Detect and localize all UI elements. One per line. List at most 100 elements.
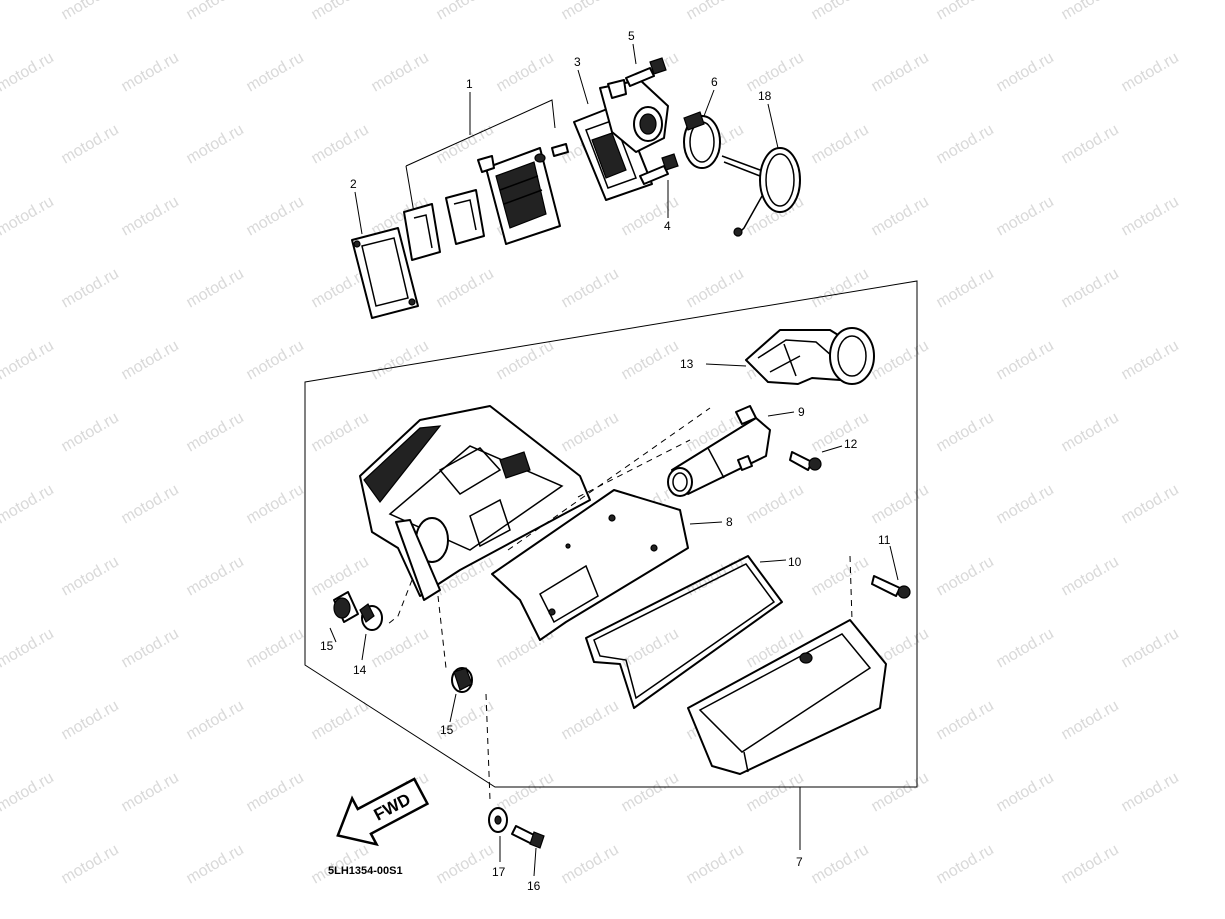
hose-clamp xyxy=(683,111,721,169)
watermark-text: motod.ru xyxy=(369,337,432,383)
watermark-text: motod.ru xyxy=(1059,265,1122,311)
drain-cap-15-lower xyxy=(451,667,473,693)
watermark-text: motod.ru xyxy=(59,697,122,743)
watermark-text: motod.ru xyxy=(744,769,807,815)
watermark-text: motod.ru xyxy=(684,265,747,311)
watermark-text: motod.ru xyxy=(184,697,247,743)
callout-1: 1 xyxy=(466,77,473,91)
leader-15b xyxy=(449,693,457,723)
callout-6: 6 xyxy=(711,75,718,89)
callout-10: 10 xyxy=(788,555,802,569)
leader-11 xyxy=(889,545,899,581)
seal-gasket xyxy=(585,555,783,709)
intake-tube xyxy=(667,405,771,497)
watermark-text: motod.ru xyxy=(0,769,57,815)
callout-12: 12 xyxy=(844,437,858,451)
watermark-text: motod.ru xyxy=(934,0,997,23)
watermark-text: motod.ru xyxy=(1059,0,1122,23)
leader-6 xyxy=(703,89,715,117)
watermark-text: motod.ru xyxy=(119,769,182,815)
watermark-text: motod.ru xyxy=(869,49,932,95)
watermark-text: motod.ru xyxy=(0,49,57,95)
watermark-text: motod.ru xyxy=(684,0,747,23)
leader-12 xyxy=(821,445,843,453)
leader-5 xyxy=(632,43,637,65)
watermark-text: motod.ru xyxy=(809,121,872,167)
fwd-arrow: FWD xyxy=(336,777,430,847)
callout-5: 5 xyxy=(628,29,635,43)
callout-16: 16 xyxy=(527,879,541,893)
leader-2 xyxy=(354,191,363,235)
watermark-text: motod.ru xyxy=(1119,625,1182,671)
watermark-text: motod.ru xyxy=(244,625,307,671)
watermark-text: motod.ru xyxy=(809,409,872,455)
callout-11: 11 xyxy=(878,533,891,547)
watermark-text: motod.ru xyxy=(994,769,1057,815)
leader-8 xyxy=(689,521,723,525)
watermark-text: motod.ru xyxy=(184,553,247,599)
reed-petals xyxy=(403,189,485,261)
intake-manifold xyxy=(573,79,669,201)
watermark-text: motod.ru xyxy=(494,769,557,815)
watermark-text: motod.ru xyxy=(59,553,122,599)
washer-17 xyxy=(488,807,508,833)
callout-15: 15 xyxy=(320,639,334,653)
assembly-frame xyxy=(304,280,918,788)
watermark-text: motod.ru xyxy=(559,697,622,743)
watermark-text: motod.ru xyxy=(0,337,57,383)
watermark-text: motod.ru xyxy=(869,481,932,527)
bolt-16 xyxy=(511,825,545,849)
watermark-text: motod.ru xyxy=(59,409,122,455)
callout-2: 2 xyxy=(350,177,357,191)
filter-element xyxy=(491,489,689,641)
watermark-text: motod.ru xyxy=(994,625,1057,671)
callout-7: 7 xyxy=(796,855,803,869)
dash-line-5 xyxy=(485,693,491,801)
watermark-text: motod.ru xyxy=(934,265,997,311)
watermark-text: motod.ru xyxy=(619,769,682,815)
watermark-text: motod.ru xyxy=(994,337,1057,383)
leader-15a xyxy=(329,627,337,643)
dash-line-3 xyxy=(387,579,413,625)
callout-14: 14 xyxy=(353,663,367,677)
watermark-text: motod.ru xyxy=(809,553,872,599)
watermark-text: motod.ru xyxy=(744,481,807,527)
reed-screws xyxy=(534,143,569,163)
watermark-text: motod.ru xyxy=(934,409,997,455)
watermark-text: motod.ru xyxy=(494,337,557,383)
watermark-text: motod.ru xyxy=(184,121,247,167)
leader-13 xyxy=(705,363,747,367)
leader-1-bracket xyxy=(405,99,556,167)
leader-14 xyxy=(361,633,367,661)
watermark-text: motod.ru xyxy=(1059,841,1122,887)
watermark-text: motod.ru xyxy=(869,193,932,239)
leader-10 xyxy=(759,559,787,563)
watermark-text: motod.ru xyxy=(1059,553,1122,599)
watermark-text: motod.ru xyxy=(434,841,497,887)
watermark-text: motod.ru xyxy=(619,625,682,671)
watermark-text: motod.ru xyxy=(309,121,372,167)
leader-18 xyxy=(767,103,779,149)
watermark-text: motod.ru xyxy=(184,409,247,455)
watermark-text: motod.ru xyxy=(309,697,372,743)
watermark-text: motod.ru xyxy=(0,625,57,671)
callout-13: 13 xyxy=(680,357,694,371)
watermark-text: motod.ru xyxy=(934,841,997,887)
bolt-4 xyxy=(639,153,679,185)
intake-duct xyxy=(745,327,875,385)
watermark-text: motod.ru xyxy=(184,0,247,23)
watermark-text: motod.ru xyxy=(1119,769,1182,815)
watermark-text: motod.ru xyxy=(119,193,182,239)
watermark-text: motod.ru xyxy=(994,49,1057,95)
watermark-text: motod.ru xyxy=(309,0,372,23)
watermark-text: motod.ru xyxy=(559,409,622,455)
watermark-text: motod.ru xyxy=(309,409,372,455)
watermark-text: motod.ru xyxy=(119,337,182,383)
screw-11 xyxy=(871,575,911,599)
watermark-text: motod.ru xyxy=(369,625,432,671)
leader-9 xyxy=(767,411,795,417)
leader-3 xyxy=(577,69,589,105)
watermark-text: motod.ru xyxy=(934,121,997,167)
watermark-text: motod.ru xyxy=(619,337,682,383)
watermark-text: motod.ru xyxy=(119,49,182,95)
